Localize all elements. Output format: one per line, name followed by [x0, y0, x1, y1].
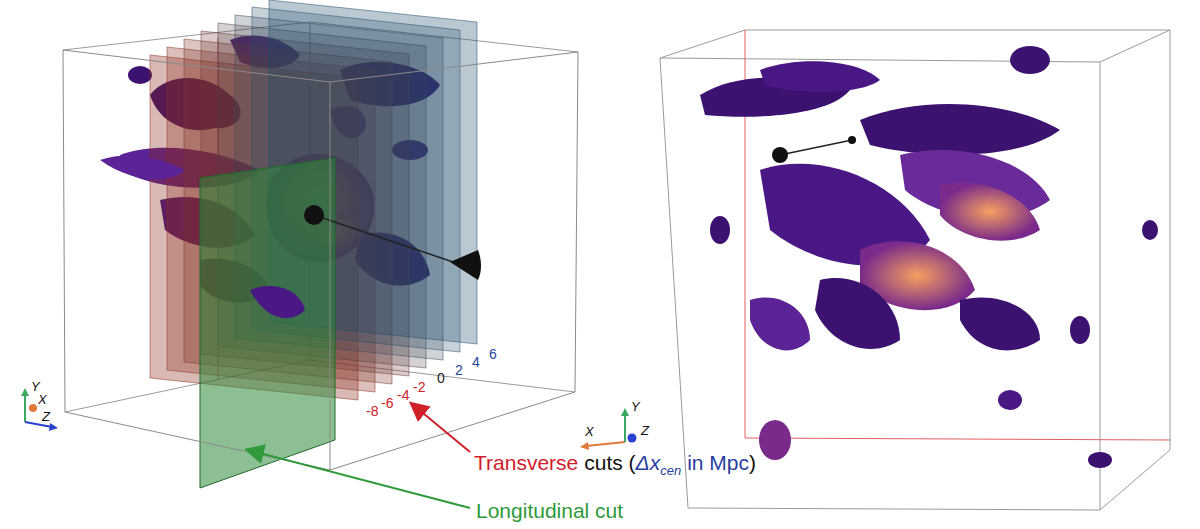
cube-wireframe-right: [660, 30, 1170, 510]
longitudinal-plane: [200, 158, 335, 488]
callout-label: cen: [660, 463, 681, 478]
tick-label: -6: [381, 396, 393, 410]
tick-label: -8: [366, 404, 378, 418]
callout-line: Transverse cuts (Δxcen in Mpc): [474, 452, 756, 477]
callout-label: Transverse: [474, 451, 578, 474]
leader-arrow: [412, 404, 470, 452]
red-edges-right: [745, 30, 1170, 440]
callout-label: Longitudinal cut: [476, 500, 623, 521]
observer-sphere-right: [772, 147, 788, 163]
leader-arrow: [248, 450, 470, 508]
line-of-sight-right: [780, 140, 852, 155]
tick-label: 6: [489, 347, 497, 361]
cube-front-edges: [63, 50, 578, 470]
axis-triad-left: [21, 388, 58, 431]
axis-label: X: [38, 393, 47, 406]
observer-cone: [450, 250, 481, 280]
callout-label: in Mpc: [687, 451, 749, 474]
transverse-planes: [150, 0, 477, 488]
tick-label: 2: [455, 363, 463, 377]
callout-label: cuts (: [584, 451, 635, 474]
axis-triad-right: [580, 408, 637, 450]
tick-label: -2: [413, 380, 425, 394]
tick-label: 0: [437, 371, 445, 385]
axis-label: Z: [42, 410, 50, 423]
axis-label: Y: [31, 380, 40, 393]
gas-structures-right: [700, 46, 1158, 468]
observer-cone-right: [848, 136, 856, 144]
callout-label: Δx: [636, 451, 661, 474]
axis-label: X: [585, 425, 594, 438]
tick-label: -4: [397, 388, 409, 402]
observer-sphere: [304, 205, 324, 225]
tick-label: 4: [472, 355, 480, 369]
line-of-sight: [314, 215, 462, 265]
axis-label: Y: [631, 400, 640, 413]
axis-label: Z: [641, 424, 649, 437]
callout-label: ): [749, 451, 756, 474]
gas-structures-front: [100, 155, 305, 318]
